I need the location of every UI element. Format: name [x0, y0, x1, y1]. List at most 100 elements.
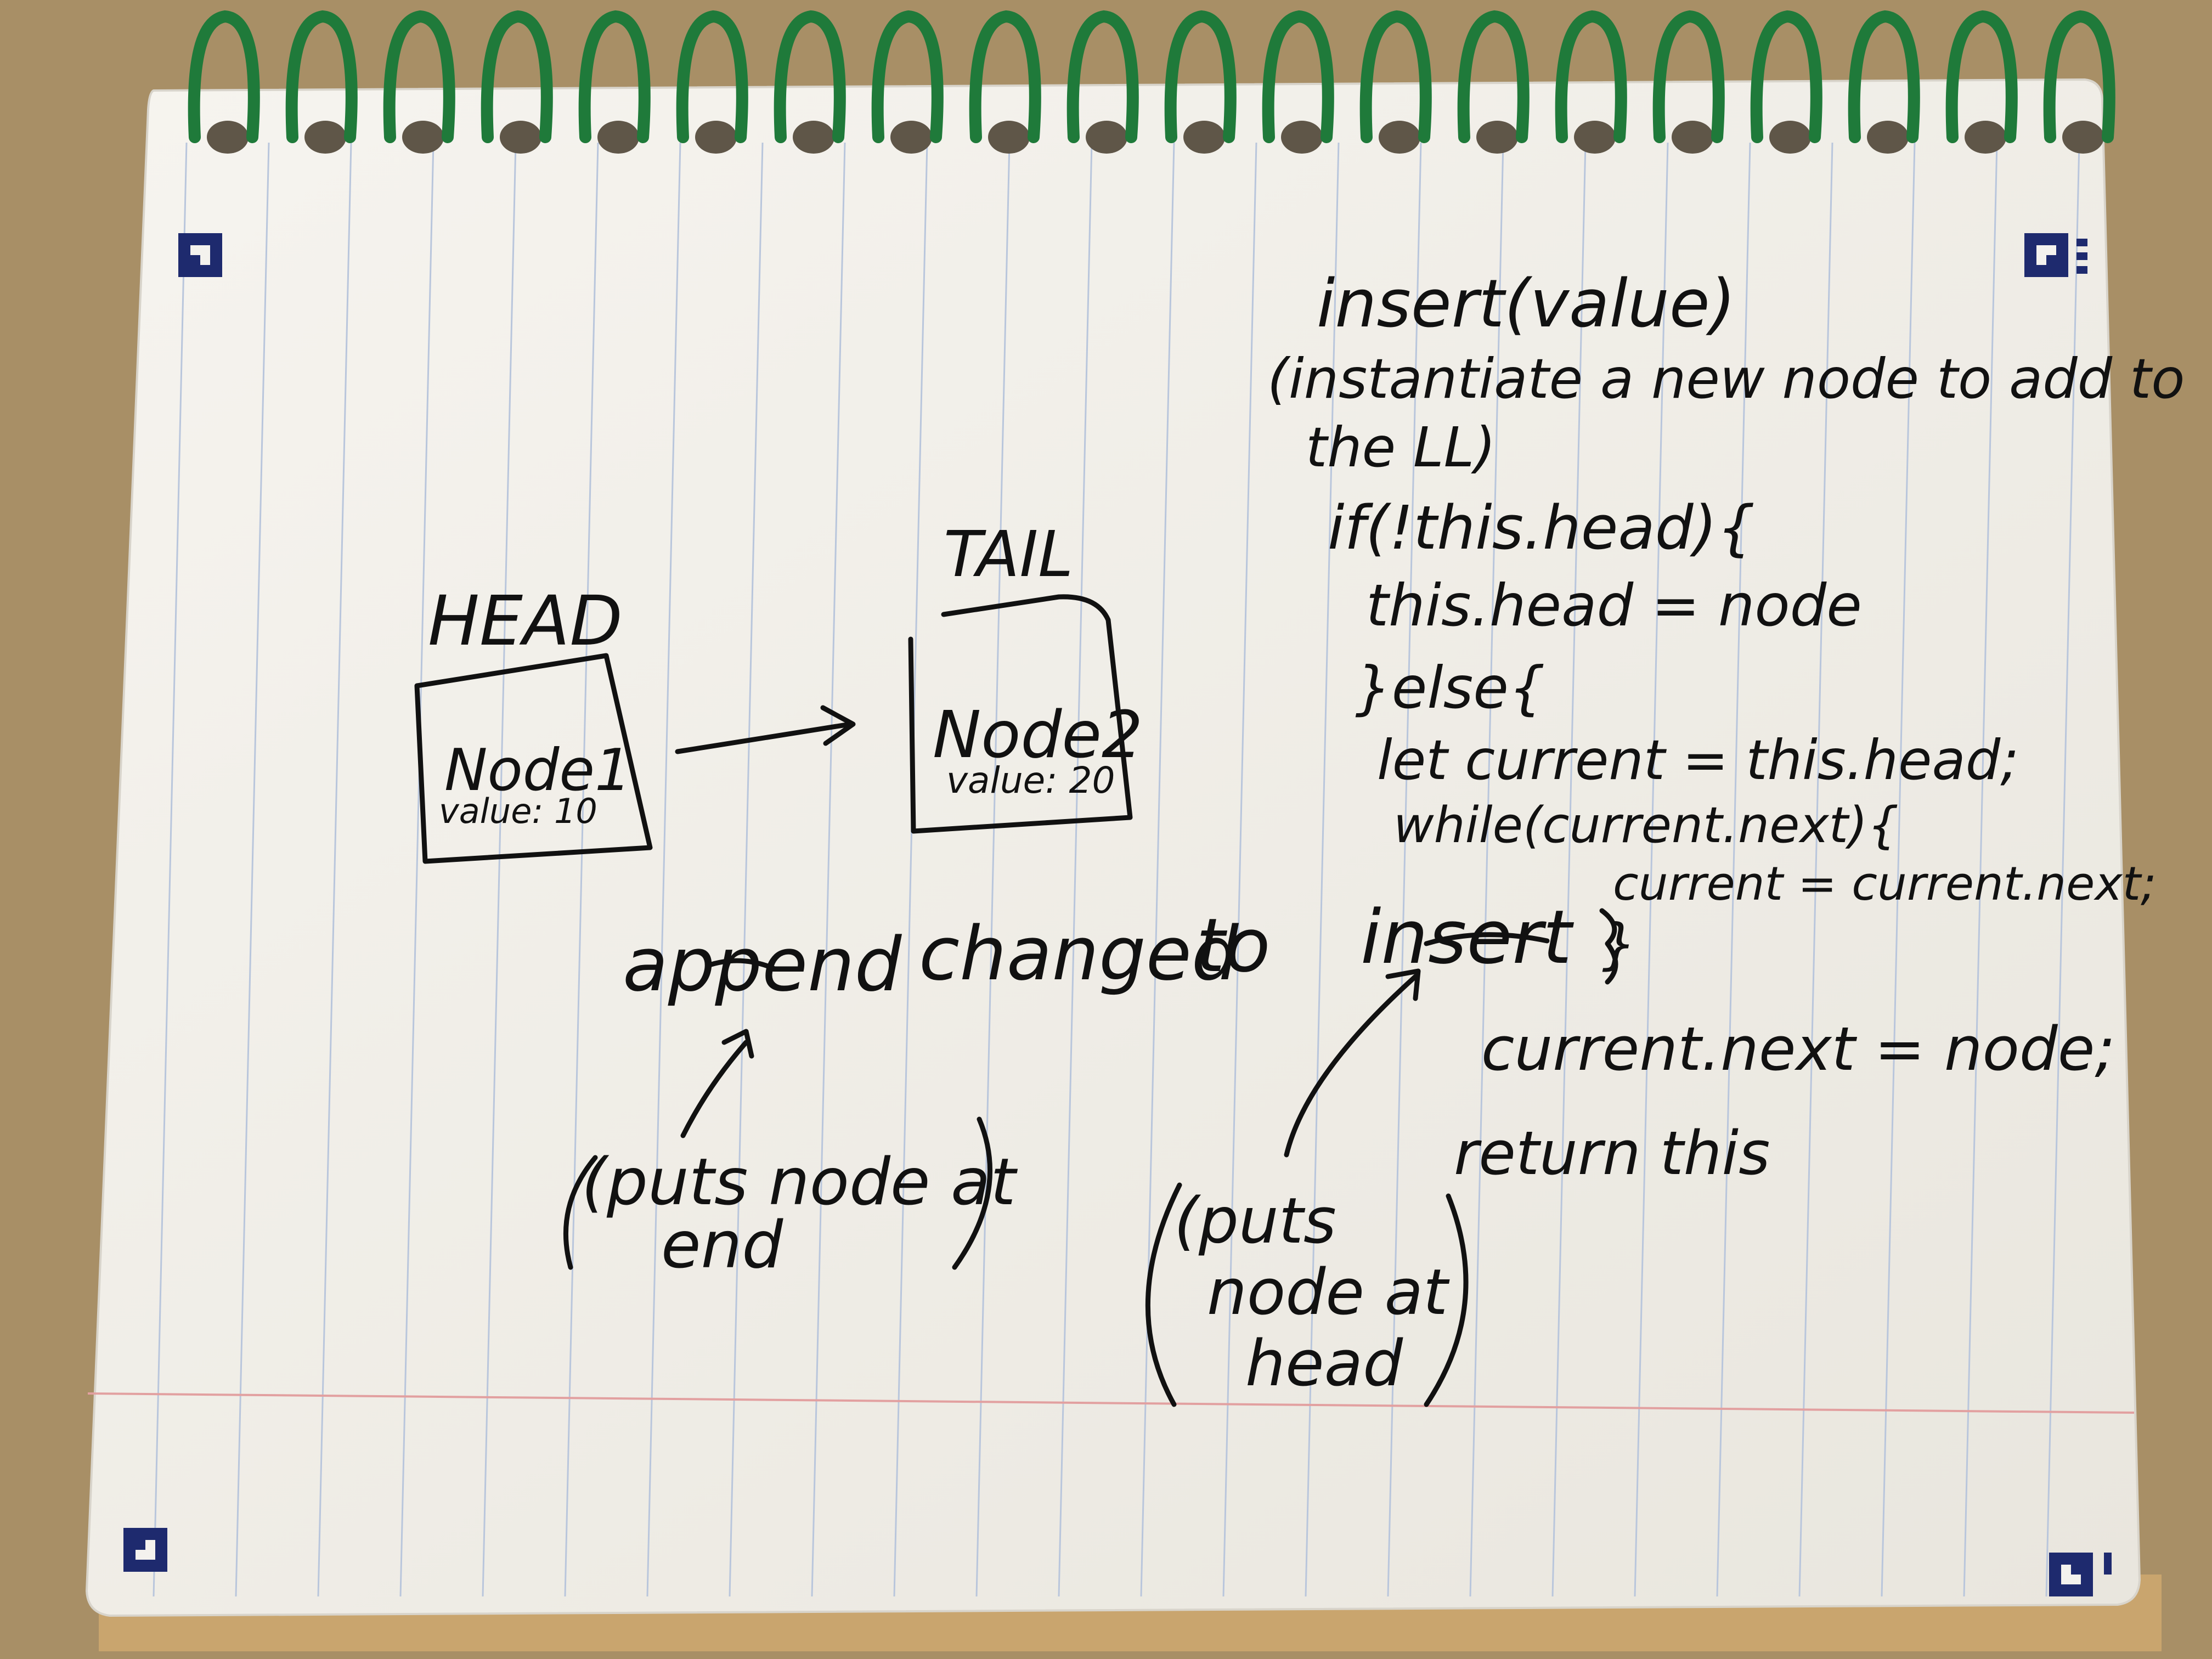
rule-line: [975, 142, 1011, 1597]
spiral-coil: [188, 10, 260, 143]
code-line: while(current.next){: [1393, 797, 1899, 854]
corner-marks: [123, 233, 2112, 1596]
rule-line: [893, 142, 928, 1597]
corner-mark-top-right-icon: [2024, 233, 2087, 277]
diagram-labels: HEAD TAIL Node1 value: 10 Node2 value: 2…: [428, 518, 1143, 831]
head-node-box: [414, 653, 653, 864]
append-note-paren-left: [563, 1155, 598, 1270]
ruled-lines: [153, 142, 2080, 1597]
rule-line: [1469, 142, 1504, 1597]
spiral-coil: [1848, 10, 1920, 143]
code-line: this.head = node: [1366, 572, 1862, 639]
rule-line: [2045, 142, 2080, 1597]
rule-line: [646, 142, 681, 1597]
spiral-hole: [1769, 121, 1811, 154]
notebook-page: [85, 78, 2141, 1617]
spiral-hole: [890, 121, 932, 154]
spiral-coil: [1652, 10, 1725, 143]
corner-mark-top-left-icon: [178, 233, 222, 277]
spiral-hole: [695, 121, 737, 154]
notes: append changed to insert (puts node at e…: [582, 894, 1575, 1401]
rule-line: [1881, 142, 1916, 1597]
code-line: }: [1602, 912, 1637, 976]
spiral-coil: [285, 10, 358, 143]
rule-line: [564, 142, 599, 1597]
insert-note-line2: node at: [1207, 1256, 1450, 1329]
spiral-hole: [304, 121, 346, 154]
code-line: }else{: [1355, 654, 1545, 721]
spiral-hole: [402, 121, 444, 154]
spiral-hole: [1379, 121, 1420, 154]
insert-note-arrow: [1284, 968, 1421, 1158]
node1-value: value: 10: [439, 791, 597, 831]
rule-line: [1716, 142, 1751, 1597]
rule-line: [235, 142, 270, 1597]
rename-word-append: append: [623, 922, 902, 1008]
linked-list-diagram: [414, 594, 1618, 1407]
rule-line: [1305, 142, 1340, 1597]
code-line: current = current.next;: [1613, 857, 2157, 911]
spiral-hole: [1672, 121, 1713, 154]
spiral-hole: [793, 121, 834, 154]
rename-word-insert: insert: [1361, 894, 1575, 980]
code-comment-line1: (instantiate a new node to add to: [1267, 347, 2185, 411]
code-line: let current = this.head;: [1377, 728, 2019, 792]
code-lines: if(!this.head){ this.head = node }else{ let…: [1328, 493, 2157, 1188]
insert-note-line3: head: [1245, 1327, 1403, 1401]
spiral-coil: [578, 10, 651, 143]
tail-node-box: [908, 594, 1133, 834]
spiral-hole: [1476, 121, 1518, 154]
spiral-coil: [1359, 10, 1432, 143]
spiral-coil: [383, 10, 455, 143]
rename-word-to: to: [1196, 902, 1271, 989]
append-note-arrow: [680, 1029, 754, 1138]
rule-line: [1963, 142, 1998, 1597]
code-comment-line2: the LL): [1306, 415, 1496, 479]
spiral-coil: [969, 10, 1041, 143]
spiral-coil: [1164, 10, 1237, 143]
next-pointer-arrow: [675, 705, 856, 754]
spiral-coil: [1555, 10, 1627, 143]
spiral-coil: [481, 10, 553, 143]
rule-line: [1551, 142, 1587, 1597]
spiral-hole: [988, 121, 1030, 154]
rule-line: [1387, 142, 1422, 1597]
corner-mark-bottom-left-icon: [123, 1528, 167, 1572]
append-strike-scribble: [705, 958, 776, 971]
spiral-coil: [1262, 10, 1334, 143]
spiral-coil: [774, 10, 846, 143]
spiral-hole: [1281, 121, 1323, 154]
node1-name: Node1: [444, 737, 631, 804]
rule-line: [317, 142, 352, 1597]
append-note-line2: end: [661, 1207, 783, 1283]
code-line: if(!this.head){: [1328, 493, 1756, 563]
rule-line: [729, 142, 764, 1597]
code-brace-closing: [1599, 908, 1618, 985]
rule-line: [399, 142, 435, 1597]
spiral-hole: [1867, 121, 1909, 154]
spiral-coil: [1750, 10, 1822, 143]
spiral-coil: [1457, 10, 1530, 143]
spiral-hole: [1965, 121, 2006, 154]
rule-line: [1798, 142, 1833, 1597]
head-label: HEAD: [428, 582, 623, 661]
node2-value: value: 20: [946, 759, 1115, 802]
rule-line: [1058, 142, 1093, 1597]
spiral-hole: [1574, 121, 1616, 154]
spiral-coil: [2043, 10, 2115, 143]
spiral-hole: [2062, 121, 2104, 154]
spiral-binding: [188, 10, 2115, 154]
insert-note-paren-right: [1424, 1193, 1469, 1407]
corner-mark-bottom-right-icon: [2049, 1553, 2112, 1596]
spiral-coil: [1945, 10, 2018, 143]
append-note-paren-right: [952, 1116, 992, 1270]
spiral-hole: [1086, 121, 1127, 154]
spiral-hole: [207, 121, 249, 154]
code-line: current.next = node;: [1481, 1014, 2115, 1084]
code-line: return this: [1454, 1118, 1770, 1188]
node2-name: Node2: [933, 697, 1143, 772]
spiral-hole: [597, 121, 639, 154]
append-note-line1: (puts node at: [582, 1144, 1018, 1220]
rule-line: [811, 142, 846, 1597]
